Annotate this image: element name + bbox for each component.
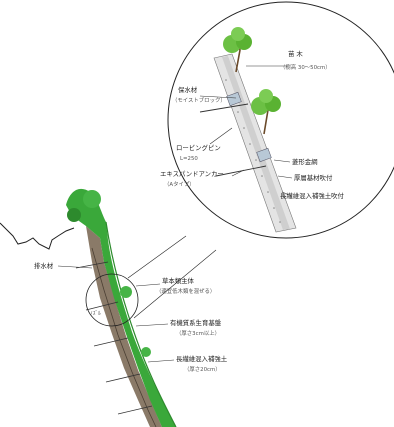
fiber-soil-label: 長繊維混入補強土 xyxy=(176,354,228,363)
expand-anchor-type-label: （Aタイプ） xyxy=(164,180,195,188)
water-block-1 xyxy=(226,91,242,107)
shrub-2 xyxy=(83,190,101,208)
vegetation-edge xyxy=(105,221,177,427)
organic-base-sub-label: （厚さ3cm以上） xyxy=(176,329,220,337)
herb-main-label: 草本類主体 xyxy=(162,276,195,285)
fiber-soil-sub-label: （厚さ20cm） xyxy=(184,366,221,373)
detail-marker-circle xyxy=(85,273,139,327)
detail-link-line-1 xyxy=(127,235,187,279)
soil-edge-line xyxy=(91,247,157,427)
water-material-label: 保水材 xyxy=(178,85,198,94)
herb-main-sub-label: （適宜低木類を混ぜる） xyxy=(156,287,215,295)
seedling-label: 苗 木 xyxy=(288,49,303,58)
thick-base-label: 厚層基材吹付 xyxy=(294,173,333,182)
water-material-sub-label: （モイストブロック） xyxy=(172,96,226,104)
anchor-pins xyxy=(75,261,153,415)
fiber-spray-label: 長繊維混入補強土吹付 xyxy=(280,191,345,200)
vegetation-layer xyxy=(66,188,176,427)
shrub-3 xyxy=(67,208,81,222)
wire-mesh-label: 菱形金網 xyxy=(292,157,318,166)
section-labels: 排水材 草本類主体 （適宜低木類を混ぜる） ﾉｽﾞﾙ 有機質系生育基盤 （厚さ3… xyxy=(34,261,228,373)
drain-material-label: 排水材 xyxy=(34,261,54,270)
seedling-spec-label: （樹高 30〜50cm） xyxy=(280,63,331,71)
tree-1 xyxy=(223,27,252,73)
ground-profile xyxy=(0,222,75,250)
shrub-4 xyxy=(120,286,132,298)
roving-pin-length-label: L=250 xyxy=(180,156,198,162)
soil-texture xyxy=(225,79,281,223)
leader-lines xyxy=(199,65,293,197)
detail-view: 苗 木 （樹高 30〜50cm） 保水材 （モイストブロック） ロービングピン … xyxy=(160,1,394,239)
roving-pin-label: ロービングピン xyxy=(176,143,221,152)
detail-link-line-2 xyxy=(133,249,217,319)
shrub-5 xyxy=(141,347,151,357)
water-block-2 xyxy=(256,147,272,163)
tree-2 xyxy=(251,89,281,135)
expand-anchor-label: エキスパンドアンカー xyxy=(160,170,224,178)
organic-base-label: 有機質系生育基盤 xyxy=(170,318,222,327)
small-mark-label: ﾉｽﾞﾙ xyxy=(90,310,101,317)
slope-section xyxy=(0,188,217,427)
reinforced-soil-layer xyxy=(86,226,162,427)
detail-anchors xyxy=(199,103,267,177)
